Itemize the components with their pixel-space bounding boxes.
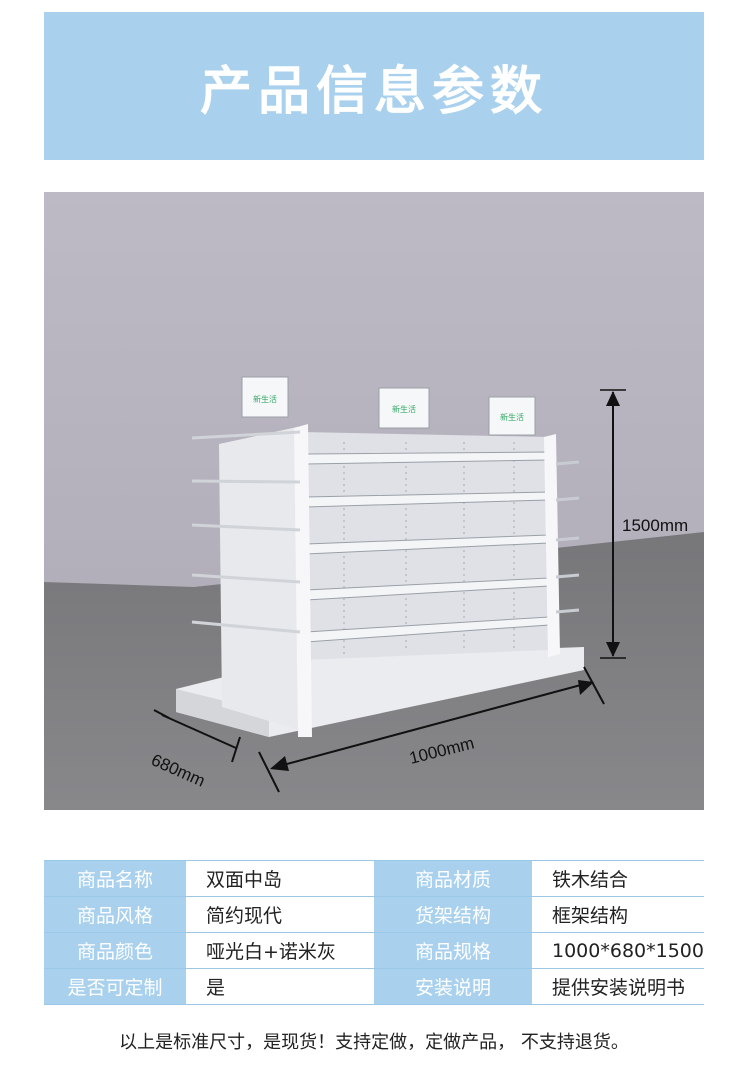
spec-table: 商品名称 双面中岛 商品材质 铁木结合 商品风格 简约现代 货架结构 框架结构 … — [44, 860, 704, 1005]
height-dimension: 1500mm — [600, 389, 688, 659]
sign-text-3: 新生活 — [500, 412, 524, 422]
footnote-text: 以上是标准尺寸，是现货！支持定做，定做产品， 不支持退货。 — [119, 1032, 629, 1053]
front-shelves — [305, 451, 550, 643]
product-image: 新生活 新生活 新生活 1500mm 1000mm — [44, 192, 704, 810]
spec-value: 哑光白+诺米灰 — [186, 932, 374, 969]
spec-value: 是 — [186, 968, 374, 1005]
top-signs: 新生活 新生活 新生活 — [241, 376, 536, 436]
spec-key: 是否可定制 — [44, 968, 186, 1005]
spec-key: 商品风格 — [44, 896, 186, 933]
sign-text-2: 新生活 — [392, 404, 416, 414]
table-row: 商品颜色 哑光白+诺米灰 商品规格 1000*680*1500 — [44, 932, 704, 969]
spec-value: 铁木结合 — [532, 860, 704, 897]
spec-value: 提供安装说明书 — [532, 968, 704, 1005]
page-title: 产品信息参数 — [199, 61, 548, 122]
title-banner: 产品信息参数 — [44, 12, 704, 160]
spec-key: 商品名称 — [44, 860, 186, 897]
spec-value: 双面中岛 — [186, 860, 374, 897]
left-hook-bars — [191, 430, 301, 634]
spec-key: 商品材质 — [374, 860, 532, 897]
shelf-render: 新生活 新生活 新生活 1500mm 1000mm — [44, 192, 704, 810]
spec-key: 商品颜色 — [44, 932, 186, 969]
sign-text-1: 新生活 — [253, 394, 277, 404]
spec-key: 安装说明 — [374, 968, 532, 1005]
right-end-shelves — [555, 460, 580, 614]
spec-value: 框架结构 — [532, 896, 704, 933]
panel-perforations — [343, 442, 515, 654]
spec-value: 1000*680*1500 — [532, 932, 704, 969]
table-row: 商品风格 简约现代 货架结构 框架结构 — [44, 896, 704, 933]
table-row: 是否可定制 是 安装说明 提供安装说明书 — [44, 968, 704, 1005]
right-upright — [544, 434, 560, 657]
height-label: 1500mm — [622, 516, 688, 535]
spec-key: 商品规格 — [374, 932, 532, 969]
spec-key: 货架结构 — [374, 896, 532, 933]
table-row: 商品名称 双面中岛 商品材质 铁木结合 — [44, 860, 704, 897]
spec-value: 简约现代 — [186, 896, 374, 933]
